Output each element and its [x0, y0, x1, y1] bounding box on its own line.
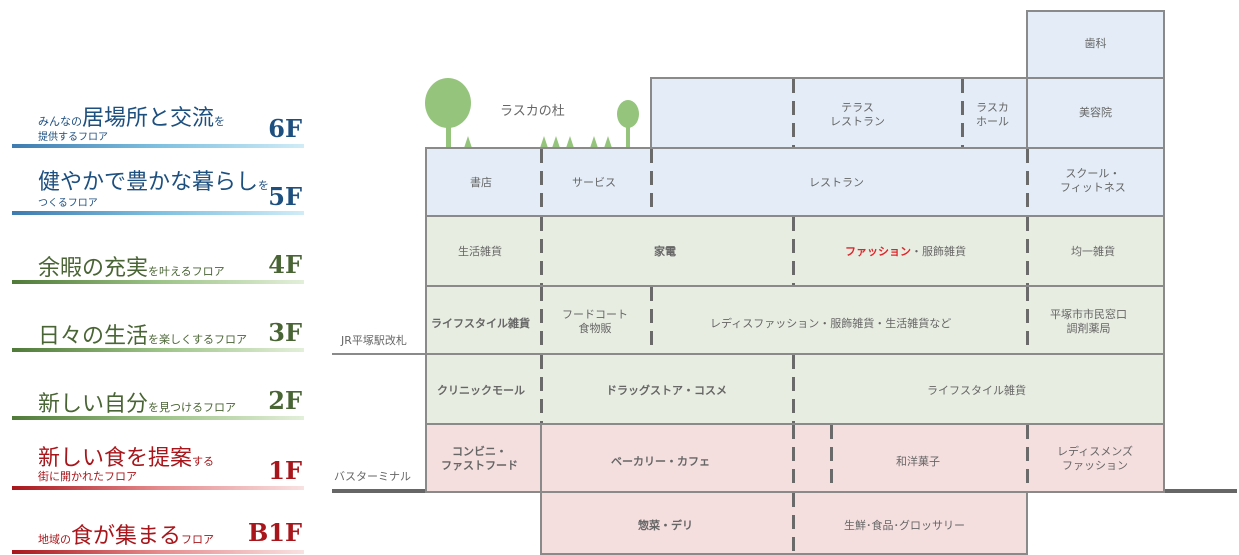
legend-3f-text-a: 日々の生活	[38, 324, 149, 349]
area-city-office-label: 平塚市市民窓口 調剤薬局	[1050, 308, 1127, 336]
legend-5f-bar	[12, 211, 304, 215]
area-hall-label: ラスカ ホール	[976, 101, 1009, 129]
ground-line-left	[332, 489, 426, 493]
legend-5f-num: 5F	[268, 182, 302, 211]
area-fashion-1f-label: レディスメンズ ファッション	[1057, 445, 1134, 473]
area-grocery-label: 生鮮･食品･グロッサリー	[844, 519, 965, 532]
legend-6f-num: 6F	[268, 114, 302, 143]
area-restaurant-label: レストラン	[809, 176, 864, 189]
legend-4f: 余暇の充実を叶えるフロア 4F	[12, 248, 304, 284]
floor-5f	[425, 147, 1165, 217]
area-ladies-label: レディスファッション・服飾雑貨・生活雑貨など	[710, 317, 952, 330]
legend-2f-bar	[12, 416, 304, 420]
area-dental: 歯科	[1026, 10, 1165, 79]
area-deli-label: 惣菜・デリ	[638, 519, 693, 532]
area-lifestyle-3f-label: ライフスタイル雑貨	[431, 317, 530, 330]
area-fashion-4f-rest: ・服飾雑貨	[911, 245, 966, 258]
area-terrace-label: テラス レストラン	[830, 101, 885, 129]
legend-6f: みんなの居場所と交流を 提供するフロア 6F	[12, 98, 304, 148]
area-sweets-label: 和洋菓子	[896, 455, 940, 468]
legend-b1f-num: B1F	[247, 518, 302, 547]
legend-6f-text-c: を	[214, 115, 226, 128]
legend-b1f-text-c: フロア	[181, 533, 215, 546]
floor-b1f	[540, 491, 1028, 555]
legend-1f-num: 1F	[268, 456, 302, 485]
area-living-label: 生活雑貨	[458, 245, 502, 258]
bus-terminal-label: バスターミナル	[334, 470, 411, 483]
area-foodcourt-label: フードコート 食物販	[562, 308, 628, 336]
legend-6f-text-a: みんなの	[38, 115, 82, 128]
floor-4f	[425, 215, 1165, 287]
legend-1f-bar	[12, 486, 304, 490]
legend-1f-text-b: する	[192, 455, 215, 468]
legend-2f-text-a: 新しい自分	[38, 392, 149, 417]
legend-4f-text-b: を叶えるフロア	[148, 265, 225, 278]
legend-5f-text-a: 健やかで豊かな暮らし	[38, 170, 259, 195]
area-beauty: 美容院	[1026, 77, 1165, 149]
jr-gate-label: JR平塚駅改札	[341, 334, 407, 347]
legend-3f-bar	[12, 348, 304, 352]
legend-5f-sub: つくるフロア	[38, 198, 98, 209]
tree-icon-small	[617, 100, 639, 128]
forest-label: ラスカの杜	[500, 104, 565, 119]
area-bakery-label: ベーカリー・カフェ	[611, 455, 710, 468]
legend-6f-text-b: 居場所と交流	[82, 106, 215, 131]
area-convenience-label: コンビニ・ ファストフード	[441, 445, 518, 473]
legend-6f-sub: 提供するフロア	[38, 132, 108, 143]
legend-3f-text-b: を楽しくするフロア	[148, 333, 248, 346]
legend-5f: 健やかで豊かな暮らしを つくるフロア 5F	[12, 160, 304, 215]
area-clinic-label: クリニックモール	[437, 384, 525, 397]
legend-1f-text-a: 新しい食を提案	[38, 446, 193, 471]
floor-2f	[425, 353, 1165, 425]
legend-4f-bar	[12, 280, 304, 284]
legend-4f-text-a: 余暇の充実	[38, 256, 149, 281]
legend-5f-text-b: を	[258, 179, 270, 192]
floor-1f	[425, 423, 1165, 493]
area-lifestyle-2f-label: ライフスタイル雑貨	[927, 384, 1026, 397]
area-books-label: 書店	[470, 176, 492, 189]
area-service-label: サービス	[572, 176, 616, 189]
legend-3f-num: 3F	[268, 318, 302, 347]
area-fashion-4f-highlight: ファッション	[845, 245, 911, 258]
area-dental-label: 歯科	[1084, 37, 1107, 51]
legend-2f-text-b: を見つけるフロア	[148, 401, 237, 414]
floor-3f	[425, 285, 1165, 355]
ground-line-right	[1163, 489, 1237, 493]
legend-b1f-text-b: 食が集まる	[71, 524, 182, 549]
legend-b1f: 地域の食が集まるフロア B1F	[12, 518, 304, 554]
legend-2f: 新しい自分を見つけるフロア 2F	[12, 384, 304, 420]
area-6f-main	[650, 77, 1028, 149]
legend-1f-sub: 街に開かれたフロア	[38, 470, 137, 483]
legend-b1f-bar	[12, 550, 304, 554]
area-uniform-label: 均一雑貨	[1071, 245, 1115, 258]
area-fashion-4f: ファッション・服飾雑貨	[845, 245, 966, 259]
legend-4f-num: 4F	[268, 250, 302, 279]
area-appliance-label: 家電	[654, 245, 676, 258]
legend-2f-num: 2F	[268, 386, 302, 415]
legend-b1f-text-a: 地域の	[38, 533, 71, 546]
legend-3f: 日々の生活を楽しくするフロア 3F	[12, 316, 304, 352]
legend-6f-bar	[12, 144, 304, 148]
area-beauty-label: 美容院	[1079, 105, 1112, 119]
area-school-label: スクール・ フィットネス	[1060, 167, 1126, 195]
legend-1f: 新しい食を提案する 街に開かれたフロア 1F	[12, 440, 304, 490]
jr-level-line	[332, 353, 426, 355]
area-drug-label: ドラッグストア・コスメ	[606, 384, 727, 397]
